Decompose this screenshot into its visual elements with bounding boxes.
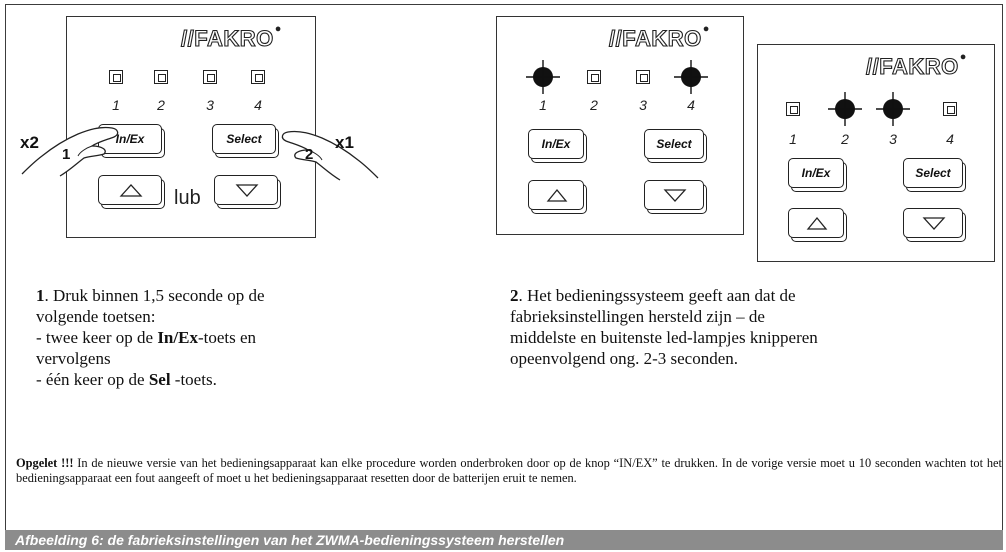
warning-note: Opgelet !!! In de nieuwe versie van het … xyxy=(16,456,1002,485)
select-label: Select xyxy=(226,132,262,146)
up-button[interactable] xyxy=(98,175,162,205)
remote-panel-2b: //FAKRO● 1 2 3 4 In/Ex Select xyxy=(757,44,995,262)
caption-2-line-4: opeenvolgend ong. 2-3 seconden. xyxy=(510,349,739,368)
led-label-1: 1 xyxy=(112,97,120,113)
led-label-3: 3 xyxy=(206,97,214,113)
caption-1-line-1: 1. Druk binnen 1,5 seconde op de xyxy=(36,286,265,305)
down-button[interactable] xyxy=(644,180,704,210)
hand-step-2: 2 xyxy=(305,146,314,163)
select-button[interactable]: Select xyxy=(212,124,276,154)
press-count-left: x2 xyxy=(20,133,39,152)
up-button[interactable] xyxy=(528,180,584,210)
in-ex-button[interactable]: In/Ex xyxy=(788,158,844,188)
led-1 xyxy=(109,70,123,84)
led-2 xyxy=(587,70,601,84)
down-button[interactable] xyxy=(214,175,278,205)
led-1 xyxy=(786,102,800,116)
led-label-1: 1 xyxy=(539,97,547,113)
led-3 xyxy=(203,70,217,84)
press-count-right: x1 xyxy=(335,133,354,152)
down-button[interactable] xyxy=(903,208,963,238)
led-2 xyxy=(154,70,168,84)
led-label-2: 2 xyxy=(841,131,849,147)
caption-1-line-2: volgende toetsen: xyxy=(36,307,156,326)
led-3 xyxy=(636,70,650,84)
down-arrow-icon xyxy=(235,184,259,197)
caption-1-line-4: vervolgens xyxy=(36,349,111,368)
left-hand-icon xyxy=(21,126,119,177)
blinking-led-icon xyxy=(828,92,862,126)
select-button[interactable]: Select xyxy=(644,129,704,159)
blinking-led-icon xyxy=(876,92,910,126)
caption-2-line-2: fabrieksinstellingen hersteld zijn – de xyxy=(510,307,765,326)
right-hand-icon xyxy=(281,130,379,181)
led-4 xyxy=(943,102,957,116)
hand-step-1: 1 xyxy=(62,146,71,163)
down-arrow-icon xyxy=(922,217,946,230)
logo-slash-icon: // xyxy=(865,54,880,79)
logo-slash-icon: // xyxy=(180,26,195,51)
led-label-2: 2 xyxy=(157,97,165,113)
blinking-led-icon xyxy=(526,60,560,94)
led-label-4: 4 xyxy=(946,131,954,147)
up-arrow-icon xyxy=(546,188,568,202)
caption-step-1: 1. Druk binnen 1,5 seconde op de volgend… xyxy=(36,285,396,390)
select-button[interactable]: Select xyxy=(903,158,963,188)
led-4 xyxy=(251,70,265,84)
led-label-1: 1 xyxy=(789,131,797,147)
logo-slash-icon: // xyxy=(608,26,623,51)
select-label: Select xyxy=(656,137,692,151)
in-ex-button[interactable]: In/Ex xyxy=(528,129,584,159)
remote-panel-2a: //FAKRO● 1 2 3 4 In/Ex Select xyxy=(496,16,744,235)
up-button[interactable] xyxy=(788,208,844,238)
logo-text: FAKRO xyxy=(879,54,959,79)
caption-step-2: 2. Het bedieningssysteem geeft aan dat d… xyxy=(510,285,930,369)
in-ex-label: In/Ex xyxy=(115,132,145,146)
blinking-led-icon xyxy=(674,60,708,94)
fakro-logo: //FAKRO● xyxy=(180,23,282,51)
up-arrow-icon xyxy=(806,216,828,230)
led-label-3: 3 xyxy=(639,97,647,113)
select-label: Select xyxy=(915,166,951,180)
figure-caption: Afbeelding 6: de fabrieksinstellingen va… xyxy=(15,532,565,548)
led-label-3: 3 xyxy=(889,131,897,147)
led-label-2: 2 xyxy=(590,97,598,113)
logo-text: FAKRO xyxy=(622,26,702,51)
figure-caption-bar: Afbeelding 6: de fabrieksinstellingen va… xyxy=(5,530,1003,550)
in-ex-label: In/Ex xyxy=(541,137,571,151)
up-arrow-icon xyxy=(119,184,143,197)
led-label-4: 4 xyxy=(254,97,262,113)
in-ex-label: In/Ex xyxy=(801,166,831,180)
caption-1-line-5: - één keer op de Sel -toets. xyxy=(36,370,217,389)
led-label-4: 4 xyxy=(687,97,695,113)
logo-text: FAKRO xyxy=(194,26,274,51)
down-arrow-icon xyxy=(663,189,687,202)
fakro-logo: //FAKRO● xyxy=(865,51,967,79)
fakro-logo: //FAKRO● xyxy=(608,23,710,51)
caption-2-line-3: middelste en buitenste led-lampjes knipp… xyxy=(510,328,818,347)
caption-2-line-1: 2. Het bedieningssysteem geeft aan dat d… xyxy=(510,286,796,305)
or-label: lub xyxy=(174,187,201,209)
caption-1-line-3: - twee keer op de In/Ex-toets en xyxy=(36,328,257,347)
